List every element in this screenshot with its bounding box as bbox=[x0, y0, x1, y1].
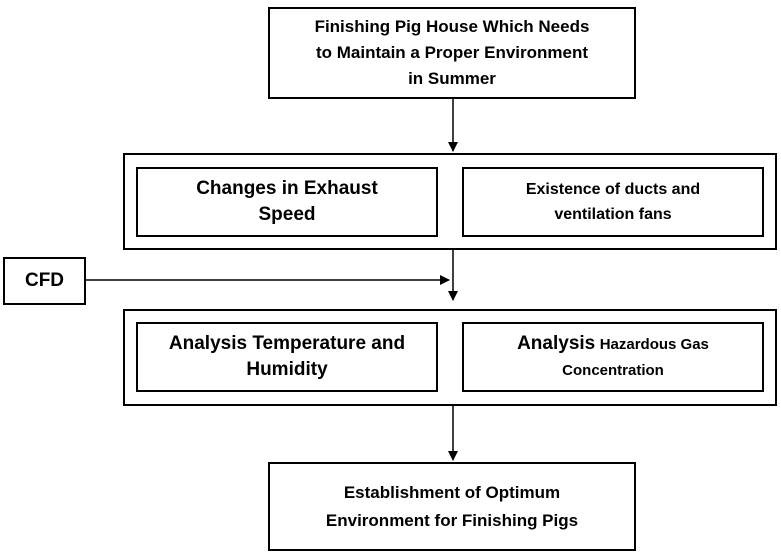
ducts-line-1: Existence of ducts and bbox=[525, 181, 701, 198]
top-box-finishing-pig-house: Finishing Pig House Which Needs to Maint… bbox=[268, 7, 636, 99]
box-analysis-hazardous-gas: Analysis Hazardous Gas Concentration bbox=[462, 322, 764, 392]
temperature-line-2: Humidity bbox=[246, 359, 328, 380]
top-box-line-1: Finishing Pig House Which Needs bbox=[314, 17, 590, 36]
top-box-line-3: in Summer bbox=[408, 69, 496, 88]
bottom-box-optimum-environment: Establishment of Optimum Environment for… bbox=[268, 462, 636, 551]
changes-exhaust-line-1: Changes in Exhaust bbox=[196, 178, 378, 199]
box-analysis-temperature-humidity: Analysis Temperature and Humidity bbox=[136, 322, 438, 392]
top-box-line-2: to Maintain a Proper Environment bbox=[315, 43, 589, 62]
hazardous-line-2: Concentration bbox=[562, 361, 664, 379]
bottom-box-line-1: Establishment of Optimum bbox=[343, 482, 561, 502]
box-cfd: CFD bbox=[3, 257, 86, 305]
ducts-line-2: ventilation fans bbox=[554, 206, 672, 223]
hazardous-gas-text: Hazardous Gas bbox=[599, 335, 709, 353]
hazardous-analysis-word: Analysis bbox=[517, 332, 596, 354]
bottom-box-line-2: Environment for Finishing Pigs bbox=[325, 510, 579, 530]
box-existence-of-ducts: Existence of ducts and ventilation fans bbox=[462, 167, 764, 237]
temperature-line-1: Analysis Temperature and bbox=[168, 333, 406, 354]
changes-exhaust-line-2: Speed bbox=[258, 204, 316, 225]
box-changes-in-exhaust-speed: Changes in Exhaust Speed bbox=[136, 167, 438, 237]
cfd-label: CFD bbox=[24, 270, 65, 291]
